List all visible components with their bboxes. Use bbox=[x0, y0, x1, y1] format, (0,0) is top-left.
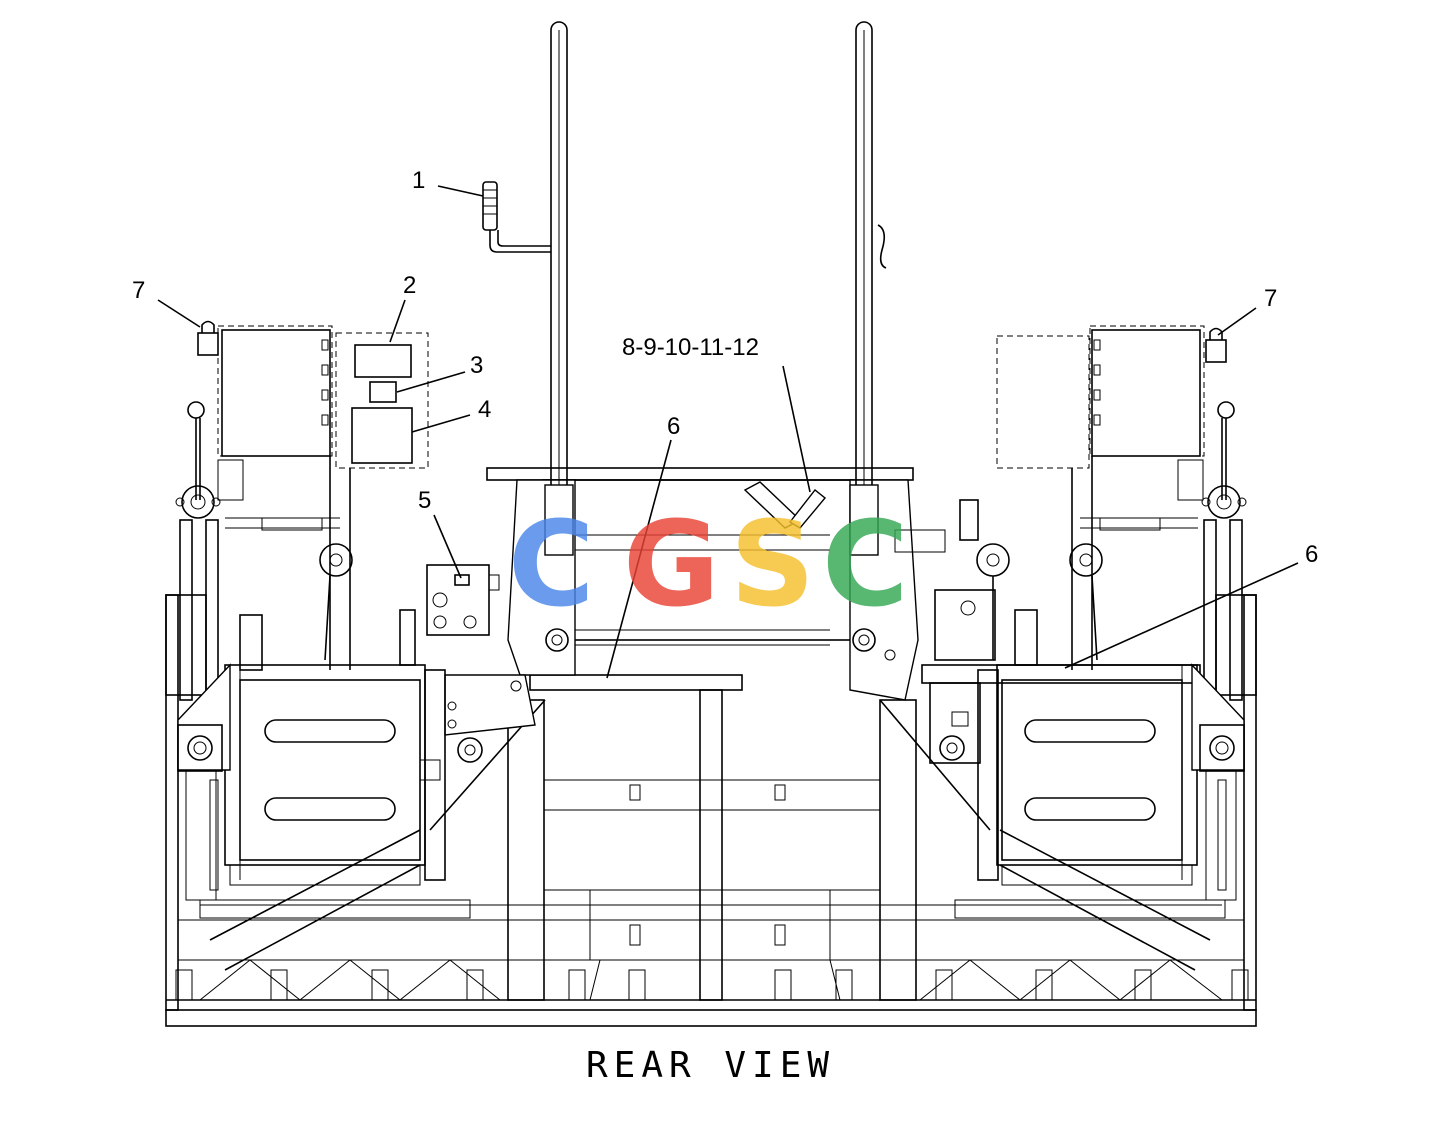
hook bbox=[877, 224, 887, 269]
watermark-logo: C G S C bbox=[508, 495, 909, 633]
callout-2: 2 bbox=[403, 272, 416, 299]
callout-5: 5 bbox=[418, 487, 431, 514]
base-bolts bbox=[175, 969, 1249, 1001]
watermark-letter-2: G bbox=[623, 495, 720, 633]
left-side-assembly bbox=[165, 320, 536, 919]
callout-6-left: 6 bbox=[667, 413, 680, 440]
callout-1: 1 bbox=[412, 167, 425, 194]
view-caption: REAR VIEW bbox=[586, 1045, 835, 1086]
vertical-rods bbox=[544, 21, 879, 556]
callout-7-left: 7 bbox=[132, 277, 145, 304]
callout-3: 3 bbox=[470, 352, 483, 379]
crank-handle bbox=[482, 181, 551, 253]
callout-6-right: 6 bbox=[1305, 541, 1318, 568]
callout-7-right: 7 bbox=[1264, 285, 1277, 312]
callout-8-12: 8-9-10-11-12 bbox=[622, 334, 759, 361]
watermark-letter-4: C bbox=[822, 495, 909, 633]
linkage-arm bbox=[743, 481, 826, 529]
watermark-letter-1: C bbox=[508, 495, 595, 633]
right-side-assembly bbox=[894, 325, 1257, 919]
callouts: 1 2 3 4 5 6 6 7 7 8-9-10-11-12 bbox=[132, 167, 1318, 568]
leader-lines bbox=[157, 185, 1299, 679]
callout-4: 4 bbox=[478, 396, 491, 423]
watermark-letter-3: S bbox=[730, 495, 815, 633]
